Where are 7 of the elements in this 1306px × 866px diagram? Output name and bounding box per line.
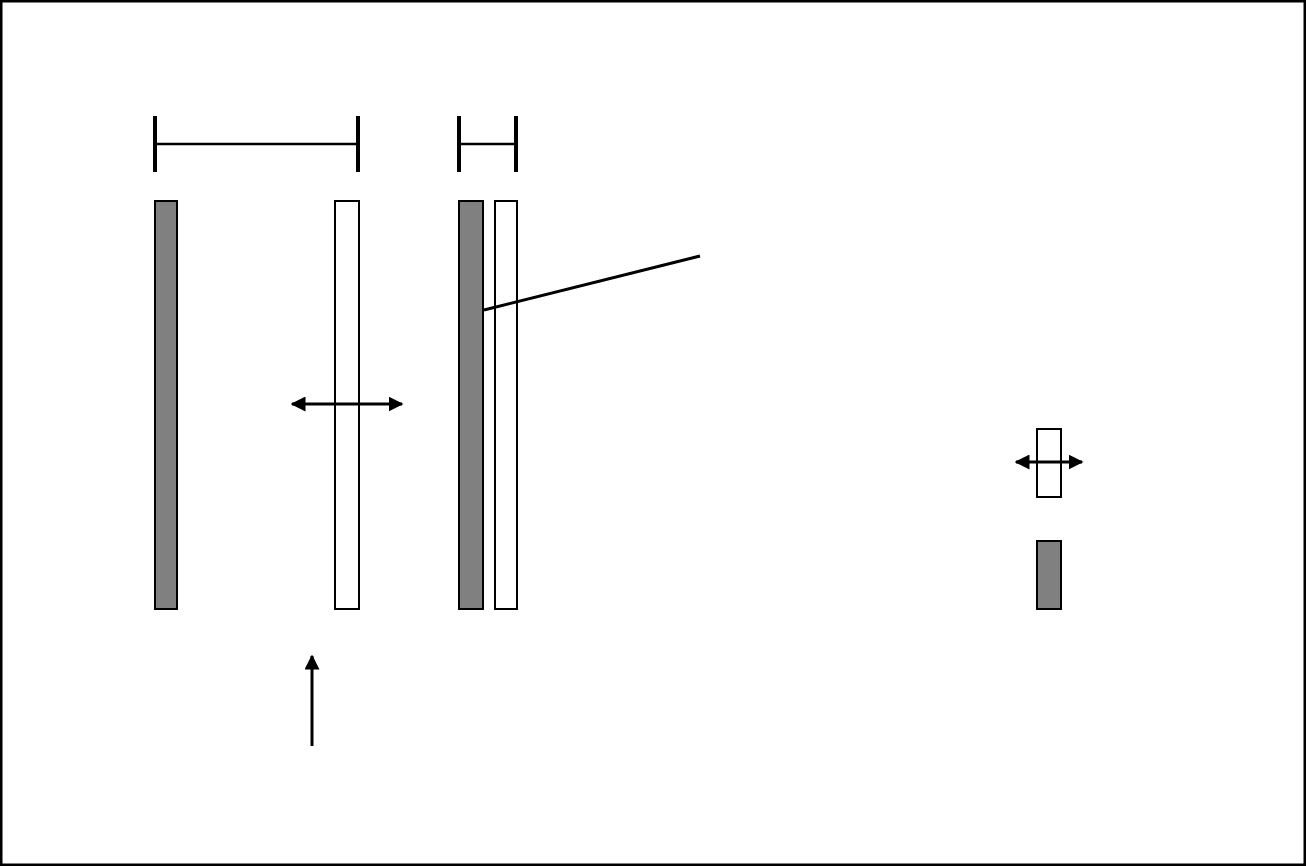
- leader-line: [483, 254, 701, 312]
- bar: [334, 200, 360, 610]
- bar: [1036, 428, 1062, 498]
- bar: [154, 200, 178, 610]
- bar: [494, 200, 518, 610]
- bar: [1036, 540, 1062, 610]
- bar: [458, 200, 484, 610]
